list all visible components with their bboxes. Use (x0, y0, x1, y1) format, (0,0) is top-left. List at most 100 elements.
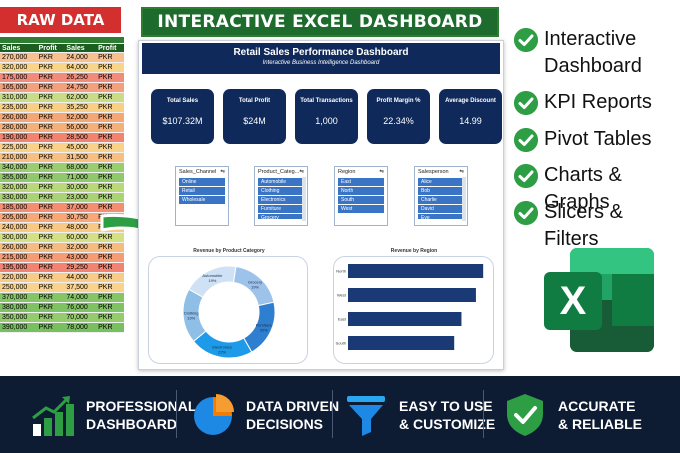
slicer-scrollbar[interactable] (302, 177, 306, 221)
slicer-item[interactable]: Grocery (258, 214, 304, 219)
filter-clear-icon[interactable]: ⇋ (220, 169, 225, 175)
kpi-value: 1,000 (315, 116, 338, 126)
table-cell: 260,000 (0, 112, 37, 123)
column-letter: A (0, 37, 37, 44)
bottom-feature-label: ACCURATE& RELIABLE (558, 397, 642, 433)
slicer-item[interactable]: Retail (179, 187, 225, 195)
slicer-item[interactable]: Alice (418, 178, 464, 186)
slicer-title: Region (338, 169, 356, 175)
bottom-feature-label: EASY TO USE& CUSTOMIZE (399, 397, 495, 433)
table-cell: PKR (96, 142, 124, 153)
bar-category-label: East (338, 317, 347, 322)
excel-logo-icon: X (544, 248, 654, 352)
filter-clear-icon[interactable]: ⇋ (379, 169, 384, 175)
dashboard-header-title: Retail Sales Performance Dashboard (233, 47, 409, 58)
table-cell: 190,000 (0, 132, 37, 143)
slicer-item[interactable]: Online (179, 178, 225, 186)
slicer-region[interactable]: Region ⇋ East North South West (334, 166, 388, 226)
bar-south (348, 336, 455, 350)
bottom-feature-line-2: DECISIONS (246, 415, 324, 432)
divider (483, 390, 484, 438)
slicer-item[interactable]: Electronics (258, 196, 304, 204)
slicer-sales-channel[interactable]: Sales_Channel⇋ Online Retail Wholesale (175, 166, 229, 226)
table-cell: PKR (96, 202, 124, 213)
table-cell: PKR (96, 282, 124, 293)
kpi-value: $24M (243, 116, 266, 126)
bar-category-label: South (336, 341, 346, 346)
table-cell: PKR (36, 152, 65, 163)
table-cell: PKR (96, 192, 124, 203)
slicer-item[interactable]: East (338, 178, 384, 186)
table-cell: PKR (96, 292, 124, 303)
slicer-item[interactable]: South (338, 196, 384, 204)
slicer-scrollbar[interactable] (462, 177, 466, 221)
table-cell: 37,500 (64, 282, 97, 293)
filter-clear-icon[interactable]: ⇋ (459, 169, 464, 175)
slicer-item[interactable]: Eve (418, 214, 464, 219)
table-cell: PKR (96, 82, 124, 93)
table-cell: PKR (36, 222, 65, 233)
slicer-item[interactable]: West (338, 205, 384, 213)
slicer-item[interactable]: Wholesale (179, 196, 225, 204)
table-cell: PKR (36, 92, 65, 103)
table-cell: 240,000 (0, 222, 37, 233)
slicer-item[interactable]: Clothing (258, 187, 304, 195)
table-cell: PKR (36, 302, 65, 313)
slicer-item[interactable]: Bob (418, 187, 464, 195)
filter-clear-icon[interactable]: ⇋ (299, 169, 304, 175)
slicer-item[interactable]: North (338, 187, 384, 195)
table-cell: PKR (36, 112, 65, 123)
table-cell: 70,000 (64, 312, 97, 323)
table-cell: PKR (36, 252, 65, 263)
table-cell: PKR (36, 232, 65, 243)
slicer-title: Salesperson (418, 169, 449, 175)
slicer-item[interactable]: Charlie (418, 196, 464, 204)
table-cell: PKR (36, 182, 65, 193)
table-cell: 370,000 (0, 292, 37, 303)
table-cell: PKR (36, 292, 65, 303)
kpi-card-total-profit: Total Profit $24M (223, 89, 286, 144)
excel-logo-letter: X (560, 279, 587, 323)
table-cell: PKR (36, 272, 65, 283)
table-cell: 60,000 (64, 232, 97, 243)
slicer-item[interactable]: Furniture (258, 205, 304, 213)
bar-north (348, 264, 484, 278)
kpi-card-total-transactions: Total Transactions 1,000 (295, 89, 358, 144)
kpi-label: Total Transactions (300, 98, 353, 104)
slicer-product-category[interactable]: Product_Categ...⇋ Automobile Clothing El… (254, 166, 308, 226)
table-cell: 215,000 (0, 252, 37, 263)
table-cell: 71,000 (64, 172, 97, 183)
column-letter: B (36, 37, 65, 44)
table-cell: 280,000 (0, 122, 37, 133)
check-circle-icon (514, 201, 538, 225)
slicer-item[interactable]: David (418, 205, 464, 213)
divider (332, 390, 333, 438)
table-cell: 355,000 (0, 172, 37, 183)
bar-chart-growth-icon (32, 395, 74, 436)
table-cell: PKR (96, 122, 124, 133)
table-cell: 270,000 (0, 52, 37, 63)
kpi-value: 22.34% (383, 116, 414, 126)
bar-west (348, 288, 476, 302)
feature-slicers-filters: Slicers & Filters (514, 199, 680, 253)
table-cell: 37,000 (64, 202, 97, 213)
slicer-salesperson[interactable]: Salesperson ⇋ Alice Bob Charlie David Eve (414, 166, 468, 226)
table-cell: 78,000 (64, 322, 97, 333)
table-cell: PKR (96, 252, 124, 263)
slicer-item[interactable]: Automobile (258, 178, 304, 186)
bar-category-label: North (336, 269, 346, 274)
bottom-feature-accurate: ACCURATE& RELIABLE (502, 376, 642, 453)
